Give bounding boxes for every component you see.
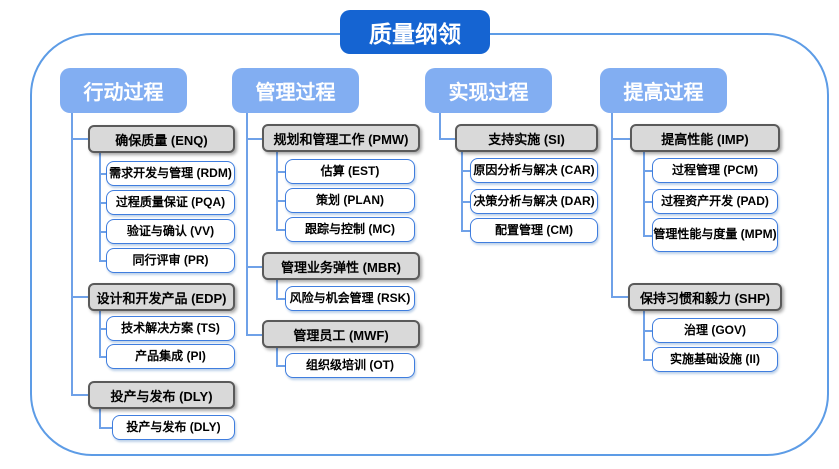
connector-line: [99, 153, 101, 260]
group-dly: 投产与发布 (DLY): [88, 381, 235, 409]
leaf-pad: 过程资产开发 (PAD): [652, 189, 778, 214]
column-header-action: 行动过程: [60, 68, 187, 113]
connector-line: [71, 394, 88, 396]
leaf-ts: 技术解决方案 (TS): [106, 316, 235, 341]
leaf-dly: 投产与发布 (DLY): [112, 415, 235, 440]
connector-line: [99, 311, 101, 356]
connector-line: [611, 113, 613, 297]
connector-line: [643, 359, 652, 361]
connector-line: [246, 266, 262, 268]
connector-line: [643, 201, 652, 203]
connector-line: [439, 113, 441, 138]
leaf-vv: 验证与确认 (VV): [106, 219, 235, 244]
connector-line: [99, 427, 112, 429]
connector-line: [276, 200, 285, 202]
group-mbr: 管理业务弹性 (MBR): [262, 252, 420, 280]
connector-line: [276, 365, 285, 367]
column-header-improve: 提高过程: [600, 68, 727, 113]
connector-line: [461, 152, 463, 230]
group-pmw: 规划和管理工作 (PMW): [262, 124, 420, 152]
leaf-plan: 策划 (PLAN): [285, 188, 415, 213]
connector-line: [276, 152, 278, 229]
column-header-implement: 实现过程: [425, 68, 552, 113]
leaf-ii: 实施基础设施 (II): [652, 347, 778, 372]
leaf-gov: 治理 (GOV): [652, 318, 778, 343]
connector-line: [99, 409, 101, 427]
group-imp: 提高性能 (IMP): [630, 124, 780, 152]
connector-line: [71, 138, 88, 140]
leaf-pr: 同行评审 (PR): [106, 248, 235, 273]
connector-line: [276, 298, 285, 300]
connector-line: [461, 201, 470, 203]
leaf-car: 原因分析与解决 (CAR): [470, 158, 598, 183]
connector-line: [276, 171, 285, 173]
group-mwf: 管理员工 (MWF): [262, 320, 420, 348]
connector-line: [439, 138, 455, 140]
connector-line: [99, 260, 106, 262]
connector-line: [246, 113, 248, 334]
group-edp: 设计和开发产品 (EDP): [88, 283, 235, 311]
leaf-ot: 组织级培训 (OT): [285, 353, 415, 378]
connector-line: [643, 235, 652, 237]
connector-line: [643, 152, 645, 235]
connector-line: [99, 356, 106, 358]
connector-line: [611, 296, 628, 298]
connector-line: [276, 280, 278, 298]
leaf-dar: 决策分析与解决 (DAR): [470, 189, 598, 214]
diagram-title: 质量纲领: [340, 10, 490, 54]
group-shp: 保持习惯和毅力 (SHP): [628, 283, 782, 311]
connector-line: [461, 170, 470, 172]
leaf-pi: 产品集成 (PI): [106, 344, 235, 369]
connector-line: [99, 328, 106, 330]
connector-line: [643, 330, 652, 332]
connector-line: [99, 173, 106, 175]
connector-line: [276, 348, 278, 365]
connector-line: [611, 138, 630, 140]
connector-line: [246, 138, 262, 140]
connector-line: [71, 113, 73, 395]
leaf-est: 估算 (EST): [285, 159, 415, 184]
leaf-mpm: 管理性能与度量 (MPM): [652, 218, 778, 252]
connector-line: [99, 202, 106, 204]
group-si: 支持实施 (SI): [455, 124, 598, 152]
leaf-cm: 配置管理 (CM): [470, 218, 598, 243]
connector-line: [643, 170, 652, 172]
leaf-pcm: 过程管理 (PCM): [652, 158, 778, 183]
connector-line: [643, 311, 645, 359]
connector-line: [71, 296, 88, 298]
leaf-mc: 跟踪与控制 (MC): [285, 217, 415, 242]
connector-line: [246, 334, 262, 336]
leaf-rdm: 需求开发与管理 (RDM): [106, 161, 235, 186]
leaf-pqa: 过程质量保证 (PQA): [106, 190, 235, 215]
connector-line: [461, 230, 470, 232]
connector-line: [276, 229, 285, 231]
connector-line: [99, 231, 106, 233]
leaf-rsk: 风险与机会管理 (RSK): [285, 286, 415, 311]
column-header-manage: 管理过程: [232, 68, 359, 113]
group-enq: 确保质量 (ENQ): [88, 125, 235, 153]
